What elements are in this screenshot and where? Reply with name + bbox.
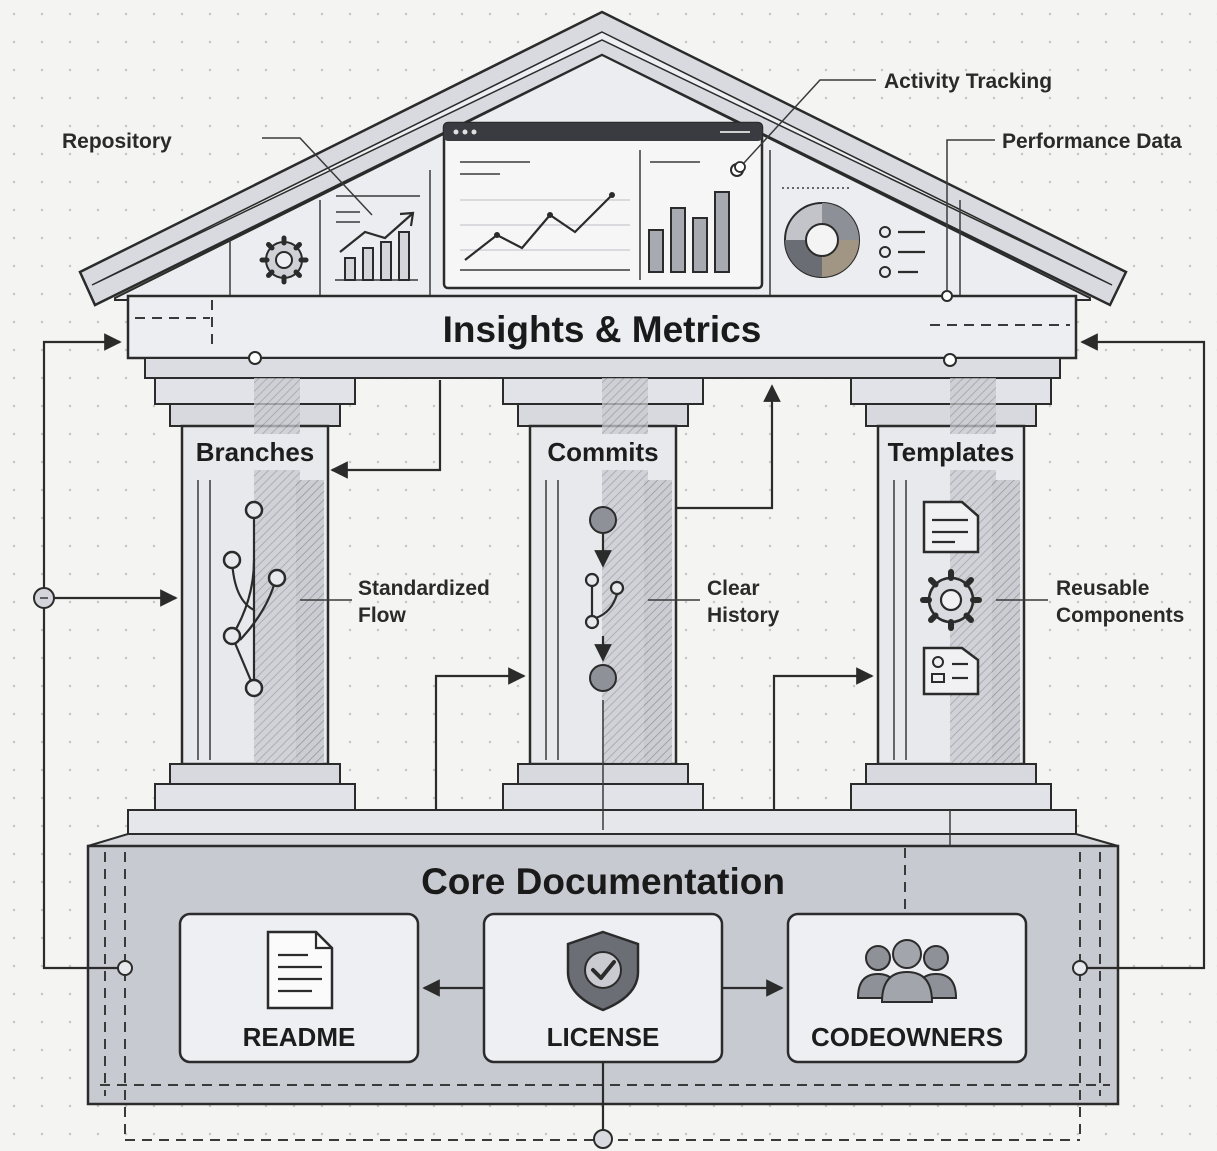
annotation-history: History bbox=[707, 604, 780, 627]
document-icon bbox=[266, 930, 334, 1010]
beam bbox=[126, 290, 1078, 379]
callout-performance-data: Performance Data bbox=[1002, 130, 1182, 153]
pillar-label-bg bbox=[188, 434, 322, 470]
form-template-icon bbox=[922, 646, 980, 696]
pillar-label-branches: Branches bbox=[196, 437, 315, 467]
dashboard-window-icon bbox=[442, 121, 764, 290]
card-label-codeowners: CODEOWNERS bbox=[811, 1022, 1003, 1052]
shield-check-icon bbox=[566, 930, 640, 1012]
card-label-license: LICENSE bbox=[547, 1022, 660, 1052]
card-license[interactable]: LICENSE bbox=[482, 912, 724, 1064]
card-codeowners[interactable]: CODEOWNERS bbox=[786, 912, 1028, 1064]
foundation-title: Core Documentation bbox=[421, 861, 785, 902]
pillar-label-bg bbox=[536, 434, 670, 470]
branch-graph-icon bbox=[222, 500, 287, 698]
pillar-label-bg bbox=[884, 434, 1018, 470]
connectors bbox=[33, 333, 1206, 976]
annotation-flow: Flow bbox=[358, 604, 406, 627]
commit-history-icon bbox=[584, 506, 625, 692]
donut-chart-icon bbox=[782, 187, 860, 278]
annotation-standardized: Standardized bbox=[358, 577, 490, 600]
gear-icon bbox=[259, 235, 309, 285]
file-template-icon bbox=[922, 500, 980, 554]
pillar-label-commits: Commits bbox=[547, 437, 658, 467]
callout-activity-tracking: Activity Tracking bbox=[884, 70, 1052, 93]
pillar-templates bbox=[850, 377, 1052, 811]
component-gear-icon bbox=[920, 569, 982, 631]
trend-bar-chart-icon bbox=[335, 195, 420, 281]
list-icon bbox=[879, 226, 925, 278]
pillar-label-templates: Templates bbox=[888, 437, 1015, 467]
bottom-node bbox=[593, 1129, 613, 1149]
card-label-readme: README bbox=[243, 1022, 356, 1052]
annotation-clear: Clear bbox=[707, 577, 760, 600]
beam-title: Insights & Metrics bbox=[443, 309, 762, 350]
card-readme[interactable]: README bbox=[178, 912, 420, 1064]
annotation-reusable: Reusable bbox=[1056, 577, 1149, 600]
callout-repository: Repository bbox=[62, 130, 172, 153]
people-icon bbox=[856, 939, 958, 1003]
annotation-components: Components bbox=[1056, 604, 1184, 627]
callout-leaders bbox=[262, 79, 995, 292]
